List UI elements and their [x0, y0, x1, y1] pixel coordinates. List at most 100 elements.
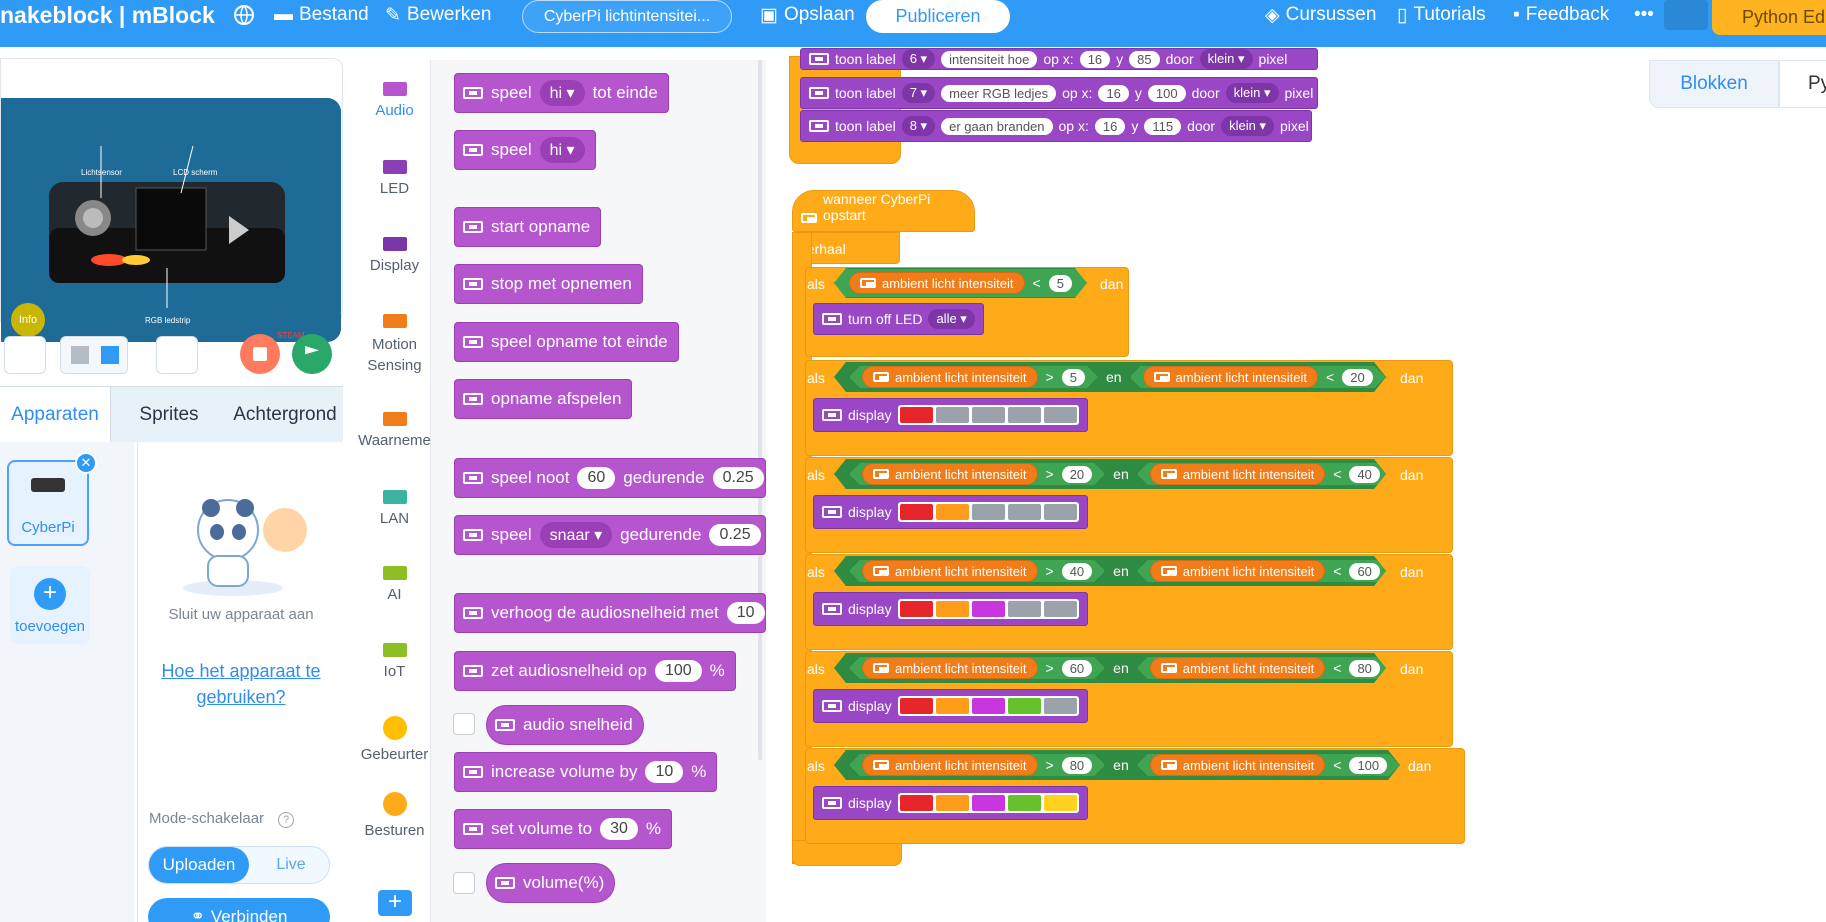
stop-button[interactable]	[240, 334, 280, 374]
label-number-dropdown[interactable]: 6 ▾	[901, 49, 936, 69]
block-stop-opnemen[interactable]: stop met opnemen	[454, 264, 643, 304]
led-swatch[interactable]	[899, 504, 933, 520]
ambient-light-reporter[interactable]: ambient licht intensiteit	[862, 463, 1038, 485]
python-editor-button[interactable]: Python Ed	[1712, 0, 1826, 35]
device-card-cyberpi[interactable]: CyberPi ✕	[7, 452, 97, 546]
category-events[interactable]: Gebeurter	[358, 716, 431, 763]
category-iot[interactable]: IoT	[358, 643, 431, 680]
condition-gt[interactable]: ambient licht intensiteit>80	[849, 753, 1105, 777]
lower-bound-input[interactable]: 40	[1062, 563, 1092, 580]
upper-bound-input[interactable]: 20	[1342, 369, 1372, 386]
ambient-light-reporter[interactable]: ambient licht intensiteit	[1150, 754, 1326, 776]
led-swatch[interactable]	[935, 407, 969, 423]
led-dropdown[interactable]: alle ▾	[928, 309, 975, 329]
block-volume[interactable]: volume(%)	[486, 863, 616, 903]
led-swatch[interactable]	[971, 795, 1005, 811]
mode-switch[interactable]: Uploaden Live	[148, 846, 330, 884]
tab-sprites[interactable]: Sprites	[139, 404, 199, 425]
upper-bound-input[interactable]: 80	[1349, 660, 1379, 677]
add-device-button[interactable]: + toevoegen	[10, 566, 90, 644]
globe-icon[interactable]	[233, 0, 255, 30]
condition-lt[interactable]: ambient licht intensiteit<80	[1137, 656, 1393, 680]
large-stage-icon[interactable]	[101, 346, 119, 364]
lower-bound-input[interactable]: 20	[1062, 466, 1092, 483]
led-swatch[interactable]	[1007, 601, 1041, 617]
size-dropdown[interactable]: klein ▾	[1225, 83, 1279, 103]
x-input[interactable]: 16	[1079, 50, 1111, 68]
sound-dropdown[interactable]: hi ▾	[539, 137, 585, 163]
how-to-link[interactable]: Hoe het apparaat te gebruiken?	[161, 661, 321, 707]
category-ai[interactable]: AI	[358, 566, 431, 603]
upper-bound-input[interactable]: 40	[1349, 466, 1379, 483]
label-number-dropdown[interactable]: 8 ▾	[901, 116, 936, 136]
ambient-light-reporter[interactable]: ambient licht intensiteit	[1150, 560, 1326, 582]
led-swatch[interactable]	[1007, 795, 1041, 811]
fullscreen-icon[interactable]	[4, 336, 46, 374]
led-swatch[interactable]	[971, 601, 1005, 617]
led-color-picker[interactable]	[897, 793, 1079, 813]
block-display-leds[interactable]: display	[813, 495, 1088, 529]
x-input[interactable]: 16	[1094, 117, 1126, 135]
tab-devices[interactable]: Apparaten	[0, 387, 111, 443]
upper-bound-input[interactable]: 100	[1349, 757, 1387, 774]
block-start-opname[interactable]: start opname	[454, 207, 602, 247]
led-swatch[interactable]	[935, 601, 969, 617]
feedback-link[interactable]: ▪Feedback	[1513, 0, 1609, 30]
condition-lt[interactable]: ambient licht intensiteit<20	[1130, 365, 1386, 389]
ambient-light-reporter[interactable]: ambient licht intensiteit	[862, 754, 1038, 776]
file-menu[interactable]: ▬Bestand	[274, 0, 369, 30]
live-mode-button[interactable]: Live	[276, 856, 306, 873]
info-badge[interactable]: Info	[11, 303, 45, 337]
grid-icon[interactable]	[156, 336, 198, 374]
checkbox-volume[interactable]	[453, 872, 475, 894]
category-display[interactable]: Display	[358, 237, 431, 274]
edit-menu[interactable]: ✎Bewerken	[385, 0, 491, 30]
led-color-picker[interactable]	[897, 502, 1079, 522]
condition-gt[interactable]: ambient licht intensiteit>5	[849, 365, 1098, 389]
led-swatch[interactable]	[899, 698, 933, 714]
save-button[interactable]: ▣Opslaan	[760, 0, 855, 30]
condition-gt[interactable]: ambient licht intensiteit>20	[849, 462, 1105, 486]
led-swatch[interactable]	[1043, 698, 1077, 714]
duration-input[interactable]: 0.25	[709, 524, 761, 546]
block-audio-snelheid[interactable]: audio snelheid	[486, 705, 644, 745]
category-audio[interactable]: Audio	[358, 82, 431, 119]
checkbox-audio-snelheid[interactable]	[453, 713, 475, 735]
led-color-picker[interactable]	[897, 405, 1079, 425]
block-speel-opname[interactable]: speel opname tot einde	[454, 322, 679, 362]
category-sensing[interactable]: Waarneme	[358, 412, 431, 449]
block-display-leds[interactable]: display	[813, 592, 1088, 626]
condition-gt[interactable]: ambient licht intensiteit>40	[849, 559, 1105, 583]
led-swatch[interactable]	[1007, 407, 1041, 423]
sound-dropdown[interactable]: hi ▾	[539, 80, 585, 106]
tab-blocks[interactable]: Blokken	[1649, 60, 1779, 108]
condition-lt[interactable]: ambient licht intensiteit<40	[1137, 462, 1393, 486]
small-stage-icon[interactable]	[71, 346, 89, 364]
speed-input[interactable]: 100	[654, 660, 702, 682]
led-swatch[interactable]	[1043, 601, 1077, 617]
block-display-leds[interactable]: display	[813, 786, 1088, 820]
label-text-input[interactable]: er gaan branden	[941, 117, 1053, 135]
add-extension-button[interactable]: +	[378, 890, 412, 916]
help-icon[interactable]: ?	[278, 812, 294, 828]
y-input[interactable]: 85	[1129, 50, 1160, 68]
ambient-light-reporter[interactable]: ambient licht intensiteit	[1143, 366, 1319, 388]
device-icon[interactable]	[1664, 0, 1708, 30]
led-swatch[interactable]	[935, 504, 969, 520]
ambient-light-reporter[interactable]: ambient licht intensiteit	[862, 560, 1038, 582]
green-flag-button[interactable]	[292, 334, 332, 374]
category-control[interactable]: Besturen	[358, 792, 431, 839]
volume-input[interactable]: 30	[600, 818, 638, 840]
lower-bound-input[interactable]: 80	[1062, 757, 1092, 774]
led-swatch[interactable]	[1043, 407, 1077, 423]
